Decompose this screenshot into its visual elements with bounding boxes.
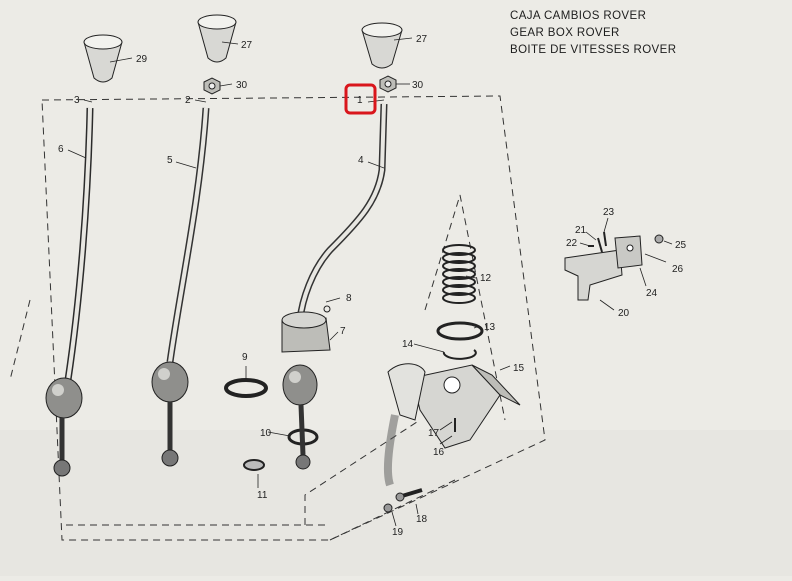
label-30-right: 30 (412, 80, 424, 91)
label-15: 15 (513, 363, 525, 374)
title-spanish: CAJA CAMBIOS ROVER (510, 10, 647, 22)
spring-12 (442, 244, 476, 304)
nut-19 (383, 503, 393, 513)
ring-13 (436, 321, 484, 341)
label-14: 14 (402, 339, 414, 350)
screw-18 (395, 488, 423, 502)
highlight-box (344, 83, 377, 115)
label-11: 11 (257, 490, 268, 501)
label-21: 21 (575, 225, 587, 236)
label-27-left: 27 (241, 40, 253, 51)
knob-27-right (361, 22, 403, 69)
label-26: 26 (672, 264, 684, 275)
label-10: 10 (260, 428, 272, 439)
label-8: 8 (346, 293, 352, 304)
nut-30-right (379, 75, 397, 93)
bracket-15 (383, 363, 521, 487)
label-9: 9 (242, 352, 248, 363)
label-5: 5 (167, 155, 173, 166)
title-french: BOITE DE VITESSES ROVER (510, 44, 677, 56)
label-30-left: 30 (236, 80, 248, 91)
label-24: 24 (646, 288, 658, 299)
label-4: 4 (358, 155, 364, 166)
gear-lever-3 (45, 107, 94, 477)
label-2: 2 (185, 95, 191, 106)
label-18: 18 (416, 514, 428, 525)
label-22: 22 (566, 238, 578, 249)
title-english: GEAR BOX ROVER (510, 27, 620, 39)
label-17: 17 (428, 428, 440, 439)
leader-lines (67, 37, 673, 527)
label-27-right: 27 (416, 34, 428, 45)
label-29: 29 (136, 54, 148, 65)
label-13: 13 (484, 322, 496, 333)
knob-29 (83, 34, 123, 83)
label-12: 12 (480, 273, 492, 284)
circlip-14 (442, 349, 477, 360)
gear-lever-2 (151, 107, 210, 467)
label-23: 23 (603, 207, 615, 218)
label-6: 6 (58, 144, 64, 155)
label-1: 1 (357, 95, 363, 106)
knob-27-left (197, 14, 237, 63)
label-25: 25 (675, 240, 687, 251)
nut-30-left (203, 77, 221, 95)
selector-assembly-20-26 (564, 231, 664, 301)
part-numbers: 29 27 27 30 30 3 2 1 6 5 4 8 7 9 10 11 1… (58, 34, 687, 538)
label-19: 19 (392, 527, 404, 538)
label-3: 3 (74, 95, 80, 106)
label-20: 20 (618, 308, 630, 319)
ring-11 (243, 459, 265, 471)
label-16: 16 (433, 447, 445, 458)
gear-lever-1 (281, 103, 388, 470)
label-7: 7 (340, 326, 346, 337)
